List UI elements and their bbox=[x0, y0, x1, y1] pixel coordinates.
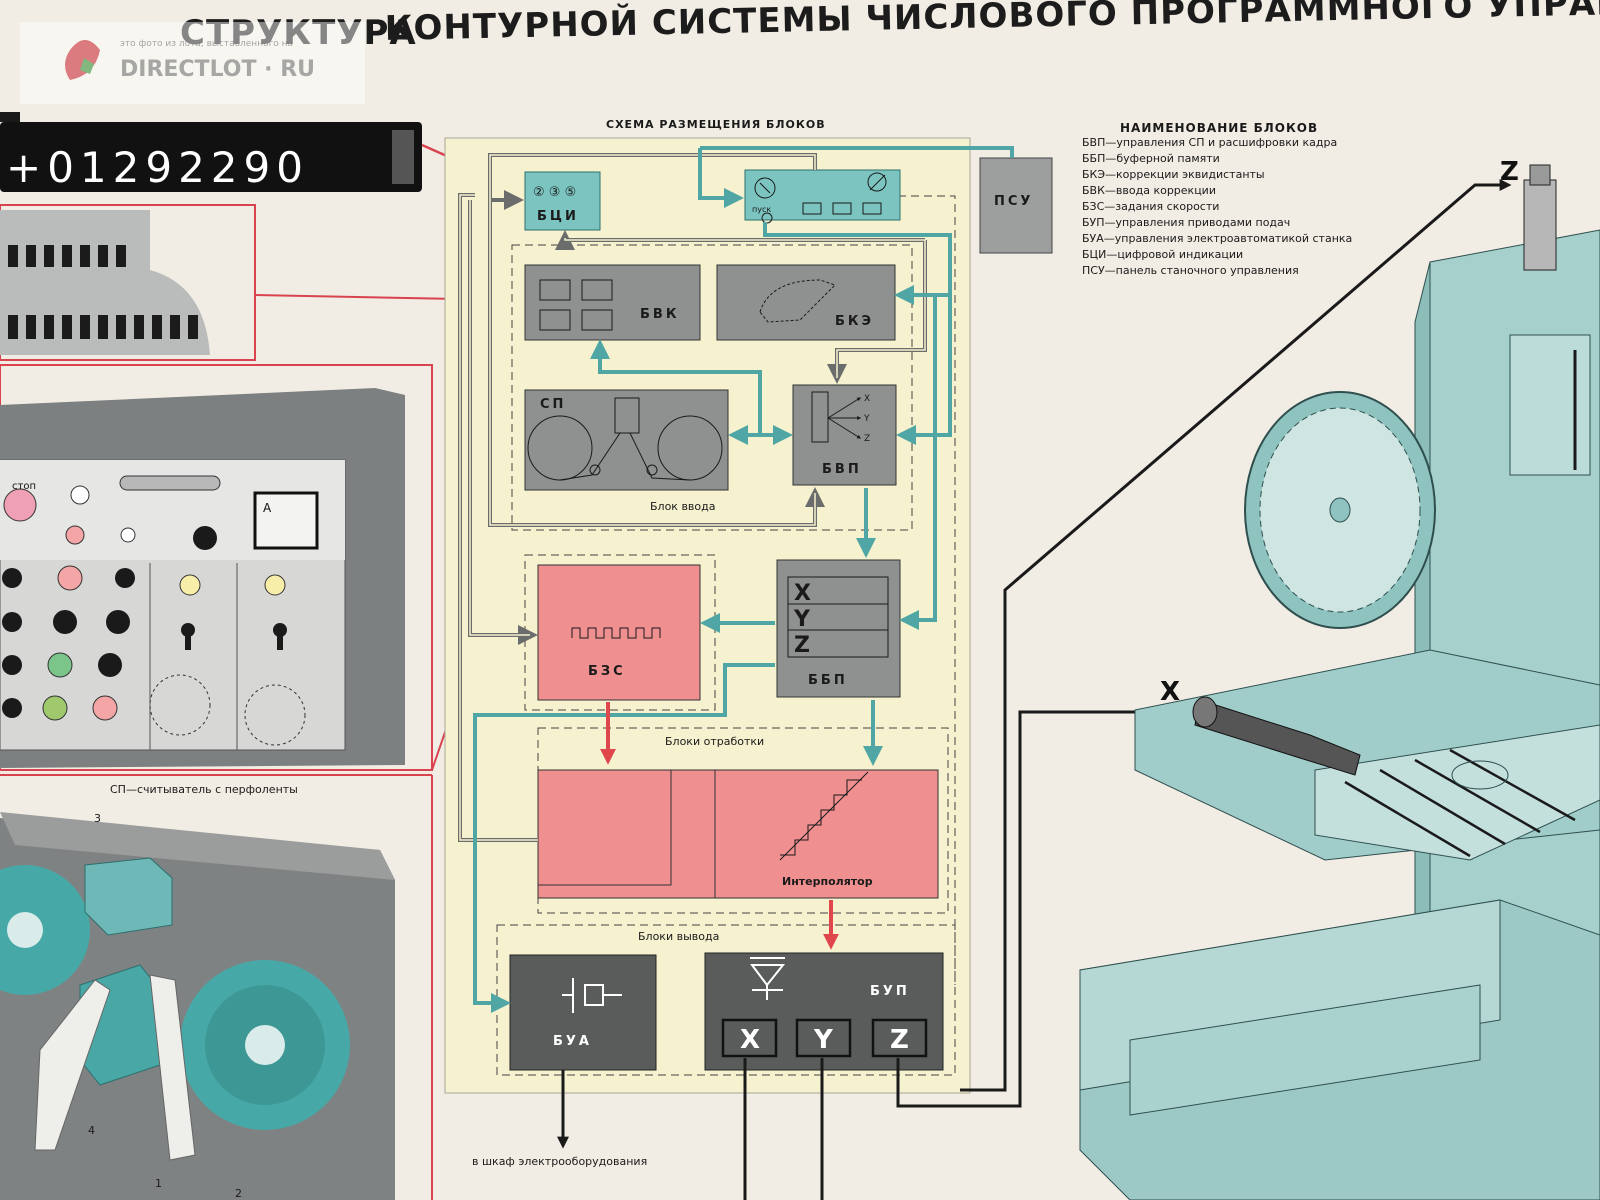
block-interpolator bbox=[537, 769, 939, 899]
block-bvp-label: БВП bbox=[822, 462, 862, 477]
legend-item-bua: БУА—управления электроавтоматикой станка bbox=[1082, 232, 1352, 245]
outlet-label: в шкаф электрооборудования bbox=[472, 1155, 647, 1168]
block-psu bbox=[979, 157, 1053, 254]
bup-axis-z: Z bbox=[890, 1025, 909, 1055]
red-signal-arrows bbox=[600, 702, 839, 950]
pusk-label: пуск bbox=[752, 205, 771, 214]
reader-number-4: 4 bbox=[88, 1124, 95, 1137]
watermark-note: это фото из лота, выставленного на bbox=[120, 39, 293, 49]
output-group-frame bbox=[496, 924, 956, 1076]
input-group-label: Блок ввода bbox=[650, 500, 716, 513]
readout-digits: +01292290 bbox=[6, 143, 309, 192]
machine-control-panel-illustration: стоп A bbox=[0, 364, 526, 771]
reader-number-3: 3 bbox=[94, 812, 101, 825]
processing-group-label: Блоки отработки bbox=[665, 735, 764, 748]
block-bbp-label: ББП bbox=[808, 673, 848, 688]
gem-icon bbox=[80, 58, 94, 74]
legend-item-bup: БУП—управления приводами подач bbox=[1082, 216, 1290, 229]
output-group-label: Блоки вывода bbox=[638, 930, 719, 943]
legend-item-psu: ПСУ—панель станочного управления bbox=[1082, 264, 1299, 277]
correction-panel-illustration bbox=[0, 204, 513, 361]
stop-button-icon bbox=[3, 488, 37, 522]
dial-icon bbox=[867, 172, 887, 192]
gauge-icon bbox=[754, 177, 776, 199]
legend-item-bbp: ББП—буферной памяти bbox=[1082, 152, 1220, 165]
thyristor-icon bbox=[750, 957, 786, 1000]
title-word-1: СТРУКТУРА bbox=[180, 13, 417, 53]
block-scheme: СХЕМА РАЗМЕЩЕНИЯ БЛОКОВ ② ③ ⑤ БЦИ пуск П… bbox=[444, 118, 1512, 1200]
legend-item-bvp: БВП—управления СП и расшифровки кадра bbox=[1082, 136, 1337, 149]
interpolator-label: Интерполятор bbox=[782, 875, 873, 888]
machine-axis-x: X bbox=[1160, 677, 1180, 707]
x-drive-motor-icon bbox=[1194, 699, 1361, 776]
legend-item-bzs: БЗС—задания скорости bbox=[1082, 200, 1219, 213]
legend-heading: НАИМЕНОВАНИЕ БЛОКОВ bbox=[1120, 121, 1318, 135]
block-bup bbox=[704, 952, 944, 1071]
block-sp bbox=[524, 389, 729, 491]
block-bvk-label: БВК bbox=[640, 307, 679, 322]
block-bvk bbox=[524, 264, 701, 341]
block-bke bbox=[716, 264, 896, 341]
watermark: это фото из лота, выставленного на DIREC… bbox=[20, 22, 365, 104]
digital-readout-panel: +01292290 bbox=[0, 112, 513, 192]
teal-signal-lines bbox=[473, 146, 1014, 1013]
block-bci-label: БЦИ bbox=[537, 209, 579, 224]
left-reel-icon bbox=[0, 865, 90, 995]
input-group-frame bbox=[511, 244, 913, 531]
legend-item-bke: БКЭ—коррекции эквидистанты bbox=[1082, 168, 1265, 181]
reader-caption: СП—считыватель с перфоленты bbox=[110, 783, 298, 796]
read-head-icon bbox=[84, 857, 173, 936]
stop-label: стоп bbox=[12, 481, 36, 492]
bvp-axis-z: Z bbox=[864, 434, 870, 444]
drive-output-lines bbox=[557, 179, 1512, 1200]
reader-number-1: 1 bbox=[155, 1177, 162, 1190]
block-bvp bbox=[792, 384, 897, 486]
bup-axis-y: Y bbox=[813, 1025, 834, 1055]
reader-number-2: 2 bbox=[235, 1187, 242, 1200]
bup-axis-x: X bbox=[740, 1025, 760, 1055]
block-psu-label: ПСУ bbox=[994, 194, 1033, 209]
machine-axis-z: Z bbox=[1500, 157, 1519, 187]
bbp-axis-y: Y bbox=[793, 607, 811, 632]
block-bbp bbox=[776, 559, 901, 698]
bbp-axis-x: X bbox=[794, 581, 811, 606]
block-bua bbox=[509, 954, 657, 1071]
tape-reader-illustration: СП—считыватель с перфоленты 3 4 1 2 bbox=[0, 774, 433, 1200]
bvp-axis-y: Y bbox=[863, 414, 870, 424]
relay-icon bbox=[562, 978, 622, 1013]
block-bzs bbox=[537, 564, 701, 701]
block-bua-label: БУА bbox=[553, 1034, 592, 1049]
squirrel-logo-icon bbox=[65, 40, 100, 80]
legend-item-bvk: БВК—ввода коррекции bbox=[1082, 184, 1216, 197]
block-bke-label: БКЭ bbox=[835, 314, 874, 329]
legend: НАИМЕНОВАНИЕ БЛОКОВ БВП—управления СП и … bbox=[1082, 121, 1352, 277]
bbp-axis-z: Z bbox=[794, 633, 810, 658]
milling-machine-illustration: X Z bbox=[1079, 157, 1600, 1200]
ammeter-label: A bbox=[263, 501, 272, 515]
block-control-panel bbox=[744, 169, 901, 221]
legend-item-bci: БЦИ—цифровой индикации bbox=[1082, 248, 1243, 261]
scheme-title: СХЕМА РАЗМЕЩЕНИЯ БЛОКОВ bbox=[606, 118, 826, 131]
bvp-axis-x: X bbox=[864, 394, 870, 404]
block-bup-label: БУП bbox=[870, 984, 910, 999]
block-sp-label: СП bbox=[540, 397, 566, 412]
block-bzs-label: БЗС bbox=[588, 664, 626, 679]
block-bci-digits: ② ③ ⑤ bbox=[533, 185, 576, 200]
watermark-brand: DIRECTLOT · RU bbox=[120, 57, 315, 82]
ammeter-icon bbox=[253, 491, 319, 550]
